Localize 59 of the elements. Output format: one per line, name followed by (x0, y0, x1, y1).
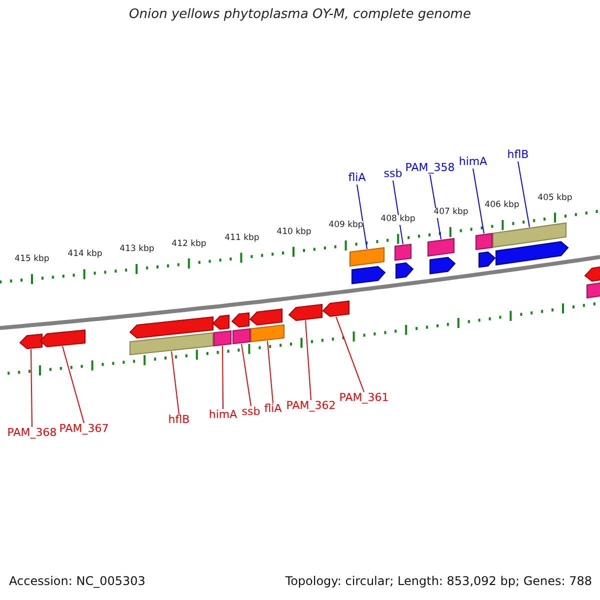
gene-bar (214, 330, 232, 346)
gene-label: hflB (168, 414, 190, 427)
leader-line (241, 343, 252, 406)
gene-block (322, 300, 350, 317)
leader-line (392, 180, 404, 245)
scale-label: 408 kbp (380, 214, 416, 225)
diagram-title: Onion yellows phytoplasma OY-M, complete genome (129, 8, 471, 23)
gene-bar (428, 238, 454, 257)
scale-label: 406 kbp (484, 201, 520, 211)
gene-label: ssb (242, 406, 260, 419)
leader-line (222, 345, 224, 410)
gene-label: hflB (507, 149, 529, 162)
gene-bar (394, 244, 412, 261)
gene-bar (492, 222, 566, 248)
gene-label: himA (208, 409, 238, 422)
gene-label: PAM_362 (286, 400, 336, 413)
gene-label: himA (458, 156, 488, 169)
gene-bar (130, 332, 214, 356)
scale-label: 410 kbp (276, 228, 312, 238)
gene-label: PAM_358 (405, 162, 455, 175)
gene-bar (586, 282, 600, 298)
gene-block (584, 266, 600, 282)
leader-line (518, 161, 530, 228)
scale-label: 411 kbp (224, 234, 260, 244)
genome-info-text: Topology: circular; Length: 853,092 bp; Genes: 788 (285, 575, 592, 589)
gene-label: PAM_367 (59, 423, 109, 436)
leader-line (472, 168, 484, 234)
gene-block (478, 251, 496, 268)
gene-bar (232, 328, 250, 344)
leader-line (171, 350, 180, 414)
scale-label: 415 kbp (14, 255, 50, 265)
leader-line (305, 320, 312, 400)
scale-label: 409 kbp (328, 221, 364, 232)
gene-label: PAM_368 (7, 427, 57, 440)
gene-block (231, 312, 250, 328)
scale-label: 405 kbp (538, 194, 572, 204)
leader-line (356, 184, 368, 250)
gene-block (430, 256, 456, 274)
gene-block (352, 266, 386, 284)
gene-block (249, 308, 282, 326)
leader-line (336, 316, 364, 392)
gene-block (288, 304, 322, 322)
gene-block (19, 334, 42, 350)
gene-label: fliA (264, 403, 282, 416)
scale-label: 414 kbp (68, 250, 102, 260)
gene-bar (350, 247, 384, 267)
gene-block (212, 314, 230, 330)
gene-label: fliA (348, 172, 366, 185)
scale-label: 413 kbp (120, 244, 154, 255)
scale-label: 407 kbp (434, 208, 468, 218)
gene-label: ssb (384, 168, 402, 181)
gene-block (396, 262, 414, 279)
leader-line (267, 340, 274, 404)
accession-text: Accession: NC_005303 (9, 575, 146, 589)
gene-bar (250, 324, 284, 342)
leader-line (30, 348, 32, 428)
scale-label: 412 kbp (172, 240, 206, 250)
leader-line (62, 346, 84, 424)
gene-label: PAM_361 (339, 392, 389, 405)
